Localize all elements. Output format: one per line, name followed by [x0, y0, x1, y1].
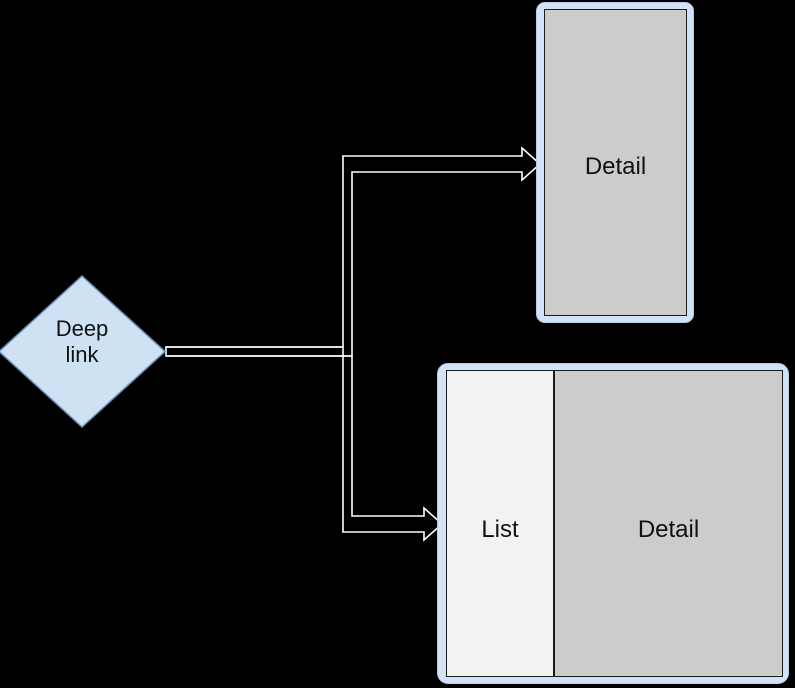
- tablet-list-pane[interactable]: List: [447, 371, 555, 676]
- tablet-detail-pane[interactable]: Detail: [555, 371, 782, 676]
- node-deep-link[interactable]: [0, 275, 166, 428]
- node-detail-phone-screen[interactable]: [544, 9, 687, 316]
- tablet-list-label: List: [481, 516, 519, 543]
- tablet-detail-label: Detail: [637, 516, 700, 543]
- edge-deeplink-to-detail: [165, 146, 542, 357]
- edge-deeplink-to-list-detail: [166, 346, 444, 542]
- node-list-detail-tablet-screen[interactable]: List Detail: [446, 370, 783, 677]
- diamond-shape: [0, 275, 166, 428]
